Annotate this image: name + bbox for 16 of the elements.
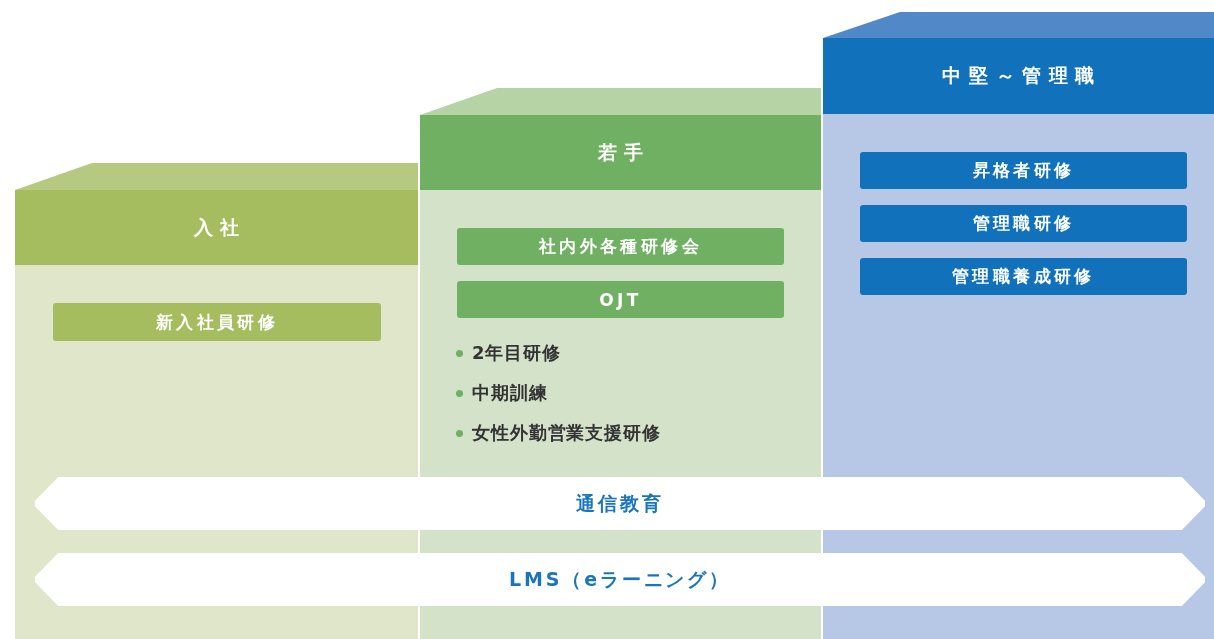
band-label: LMS（eラーニング） [509, 566, 731, 592]
list-item: 女性外勤営業支援研修 [472, 421, 661, 445]
list-item: 中期訓練 [472, 381, 548, 405]
double-arrow-band [35, 553, 1205, 606]
column-heading: 中堅～管理職 [941, 63, 1103, 88]
training-label: 昇格者研修 [860, 152, 1187, 189]
column-heading: 入社 [192, 214, 247, 240]
band-label: 通信教育 [576, 490, 664, 516]
training-label: 新入社員研修 [53, 303, 381, 341]
training-label: OJT [457, 281, 784, 318]
list-item: 2年目研修 [472, 341, 562, 365]
column-heading: 若手 [596, 139, 651, 165]
training-label: 社内外各種研修会 [457, 228, 784, 265]
training-label: 管理職研修 [860, 205, 1187, 242]
training-label: 管理職養成研修 [860, 258, 1187, 295]
double-arrow-band [35, 477, 1205, 530]
